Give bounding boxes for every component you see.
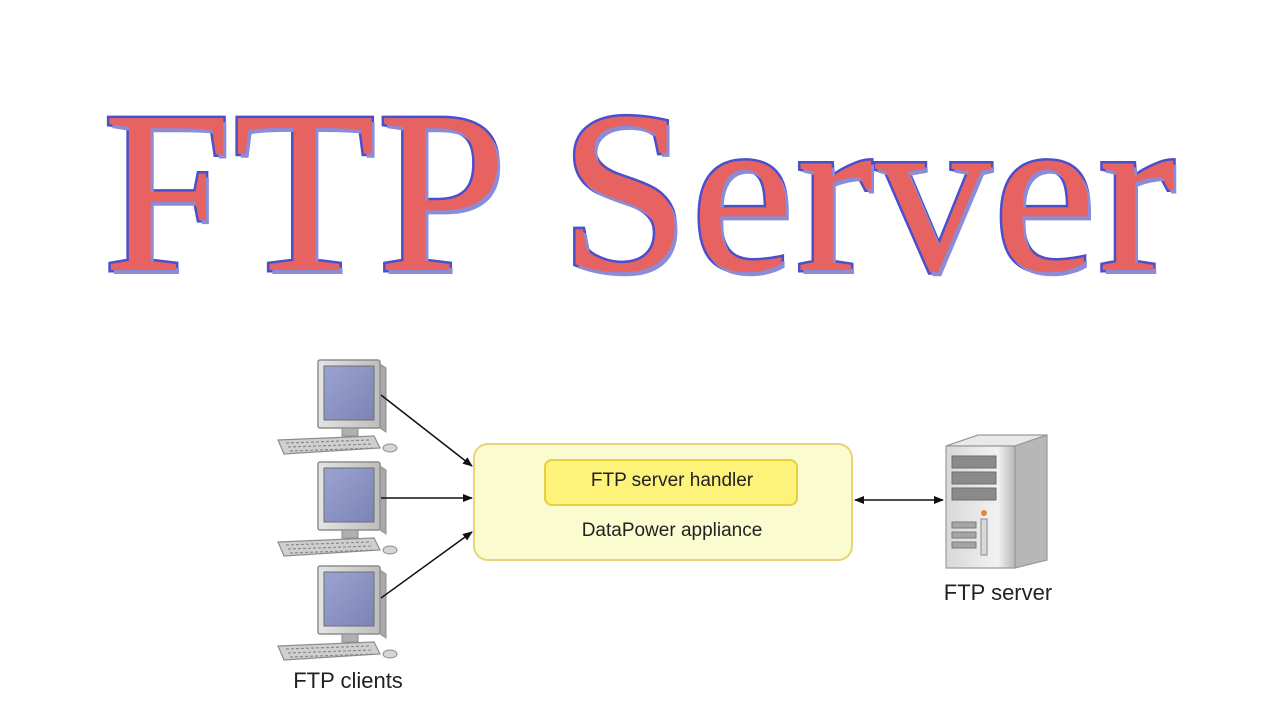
ftp-server-label: FTP server: [943, 580, 1053, 605]
ftp-server-handler-label: FTP server handler: [590, 470, 754, 491]
page-title: FTP Server: [100, 64, 1178, 321]
ftp-client-1: [277, 359, 398, 455]
ftp-client-2: [277, 461, 398, 557]
ftp-client-3: [277, 565, 398, 661]
desktop-computer-icon: [277, 359, 398, 455]
ftp-server-handler-box: [544, 459, 798, 506]
arrow-icon: [380, 531, 473, 599]
desktop-computer-icon: [277, 461, 398, 557]
datapower-appliance-label: DataPower appliance: [581, 520, 763, 541]
tower-server-icon: [945, 434, 1048, 569]
ftp-clients-label: FTP clients: [293, 668, 403, 693]
arrow-icon: [380, 394, 473, 467]
desktop-computer-icon: [277, 565, 398, 661]
